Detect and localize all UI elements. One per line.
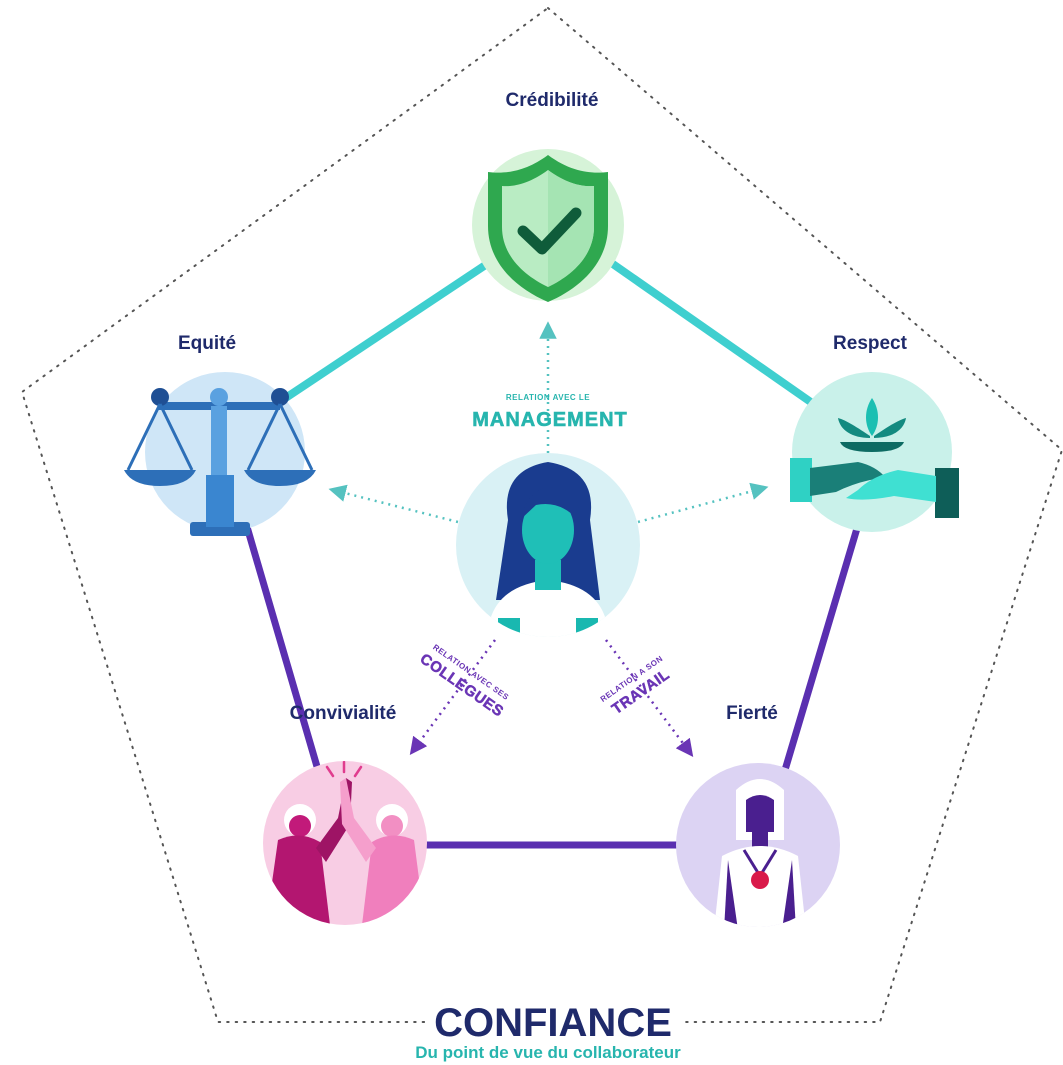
arrow-to-respect [637,482,769,524]
relation-travail: RELATION A SON TRAVAIL [599,654,673,718]
label-equite: Equité [178,333,236,354]
label-convivialite-visible: Convivialité [290,703,397,724]
node-respect: Respect [790,333,959,532]
label-fierte: Fierté [726,703,778,724]
edge-respect-fierte [781,524,862,771]
footer-subtitle: Du point de vue du collaborateur [415,1043,681,1062]
label-credibilite: Crédibilité [506,90,599,111]
relation-management: RELATION AVEC LE MANAGEMENT [472,393,628,431]
footer-title: CONFIANCE [434,1001,672,1045]
relation-management-big: MANAGEMENT [472,409,628,431]
node-center [456,453,640,637]
node-fierte: Fierté [676,703,840,927]
edge-equite-convivialite [241,519,322,771]
title-backdrop [425,1000,681,1044]
node-credibilite: Crédibilité [472,90,624,302]
node-convivialite: Convivialité Convivialité [263,703,427,925]
edge-credibilite-equite [272,258,493,409]
relation-management-small: RELATION AVEC LE [506,393,590,402]
person-medal-icon [714,779,806,927]
arrow-to-convivialite [409,639,497,756]
relation-collegues: RELATION AVEC SES COLLEGUES [417,643,511,721]
shield-check-icon [488,155,608,302]
scales-icon [124,388,316,536]
edge-credibilite-respect [607,258,818,409]
arrow-to-equite [328,484,459,524]
label-respect: Respect [833,333,908,354]
handshake-lotus-icon [790,398,959,518]
node-equite: Equité [124,333,316,536]
arrow-to-fierte [604,639,694,758]
